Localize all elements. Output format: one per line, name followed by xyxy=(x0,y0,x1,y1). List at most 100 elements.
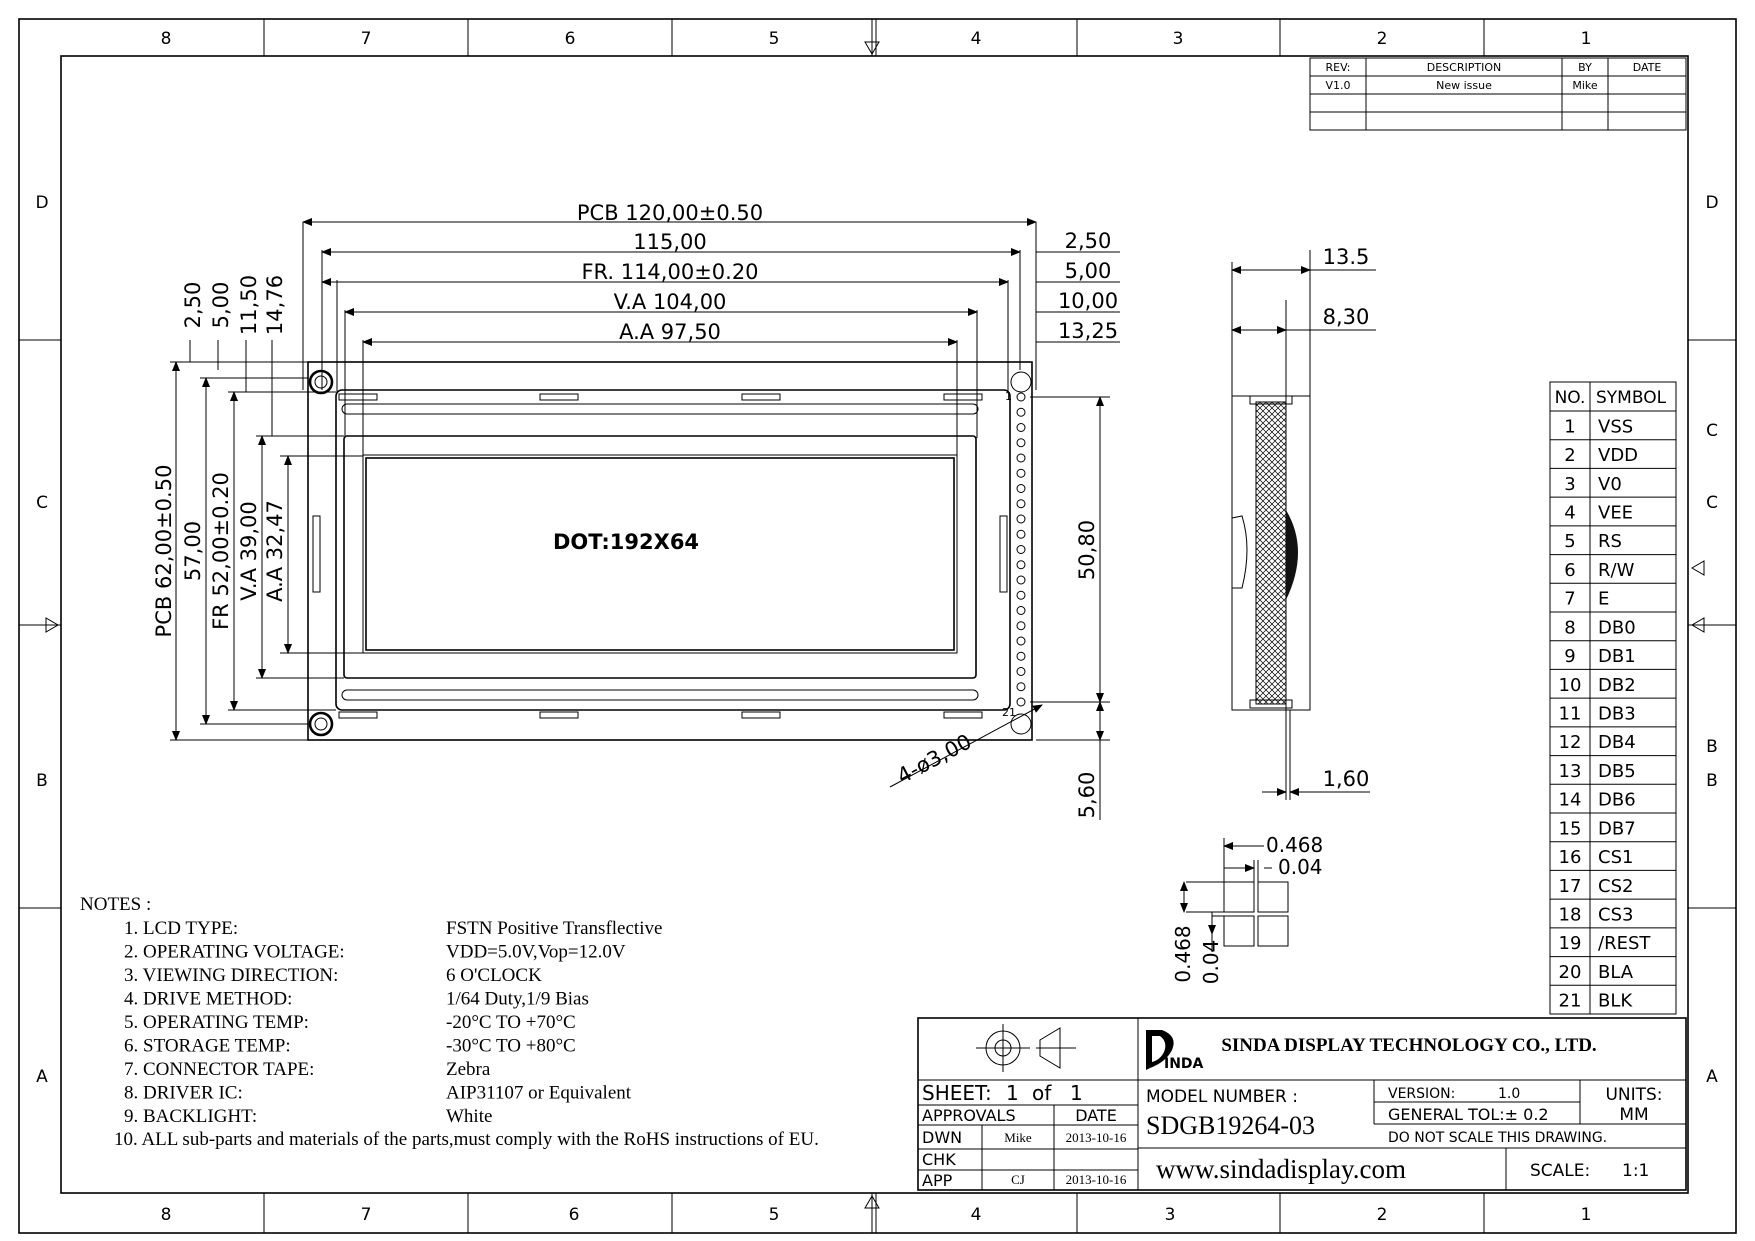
side-view: 13.5 8,30 1,60 xyxy=(1231,245,1376,800)
dim-frame-height: FR 52,00±0.20 xyxy=(209,472,233,630)
title-block: INDA SINDA DISPLAY TECHNOLOGY CO., LTD. … xyxy=(917,1017,1687,1191)
connector-pin xyxy=(1016,499,1026,509)
pin-number: 12 xyxy=(1559,732,1582,753)
zone-col-4-bottom: 4 xyxy=(971,1205,982,1225)
pin-symbol: VSS xyxy=(1598,416,1633,437)
zone-col-1-bottom: 1 xyxy=(1581,1205,1592,1225)
note-value: 6 O'CLOCK xyxy=(446,965,542,986)
app-name: CJ xyxy=(1011,1172,1025,1187)
no-scale-note: DO NOT SCALE THIS DRAWING. xyxy=(1388,1130,1607,1146)
dim-frame-width: FR. 114,00±0.20 xyxy=(581,260,758,284)
pin-symbol: DB7 xyxy=(1598,818,1636,839)
sheet-of: of xyxy=(1032,1081,1052,1105)
connector-pin xyxy=(1016,529,1026,539)
description-header: DESCRIPTION xyxy=(1427,61,1501,74)
front-horizontal-dimensions: PCB 120,00±0.50 115,00 FR. 114,00±0.20 V… xyxy=(302,201,1120,456)
note-label: 8. DRIVER IC: xyxy=(124,1083,243,1104)
pin-number: 3 xyxy=(1564,474,1575,495)
pin-symbol: /REST xyxy=(1598,933,1651,954)
dim-overall-width: 115,00 xyxy=(633,230,706,254)
approvals-date-header: DATE xyxy=(1075,1106,1117,1125)
dim-top-offset-1: 2,50 xyxy=(181,282,205,329)
zone-row-c-right-2: C xyxy=(1706,493,1718,513)
pin-symbol: DB0 xyxy=(1598,617,1636,638)
dim-viewing-area-height: V.A 39,00 xyxy=(237,501,261,601)
pin-number: 17 xyxy=(1559,876,1582,897)
pin-symbol: E xyxy=(1598,589,1609,610)
pin-symbol-header: SYMBOL xyxy=(1596,388,1667,408)
connector-pin xyxy=(1016,514,1026,524)
zone-col-1: 1 xyxy=(1581,29,1592,49)
pixel-gap-h: 0.04 xyxy=(1278,855,1323,879)
pin-number: 10 xyxy=(1559,675,1582,696)
website: www.sindadisplay.com xyxy=(1156,1154,1406,1184)
notes-title: NOTES : xyxy=(80,894,151,915)
pin-number: 7 xyxy=(1564,589,1575,610)
note-value: White xyxy=(446,1106,492,1127)
connector-pin xyxy=(1016,621,1026,631)
model-number-label: MODEL NUMBER : xyxy=(1146,1087,1298,1107)
sheet-total: 1 xyxy=(1070,1081,1083,1105)
pin-symbol: DB2 xyxy=(1598,675,1636,696)
mounting-holes xyxy=(308,369,1032,737)
connector-pin xyxy=(1016,438,1026,448)
connector-pin xyxy=(1016,392,1026,402)
note-label: 2. OPERATING VOLTAGE: xyxy=(124,942,345,963)
zone-col-4: 4 xyxy=(971,29,982,49)
pin-number: 2 xyxy=(1564,445,1575,466)
note-label: 4. DRIVE METHOD: xyxy=(124,989,292,1010)
pin-number: 6 xyxy=(1564,560,1575,581)
model-number: SDGB19264-03 xyxy=(1146,1111,1315,1140)
note-label: 6. STORAGE TEMP: xyxy=(124,1036,291,1057)
zone-row-c-left: C xyxy=(36,493,48,513)
scale-label: SCALE: xyxy=(1530,1161,1590,1181)
connector-pin xyxy=(1016,636,1026,646)
pin-symbol: DB3 xyxy=(1598,704,1636,725)
dwn-label: DWN xyxy=(922,1128,962,1147)
pin-number: 5 xyxy=(1564,531,1575,552)
connector-pin xyxy=(1016,606,1026,615)
pin-number: 1 xyxy=(1564,416,1575,437)
pin-number: 16 xyxy=(1559,847,1582,868)
pin-number: 14 xyxy=(1559,790,1582,811)
zone-row-b-right-2: B xyxy=(1706,771,1718,791)
rev-header: REV: xyxy=(1326,61,1351,74)
version-label: VERSION: xyxy=(1388,1086,1455,1102)
connector-pin xyxy=(1016,468,1026,478)
dim-pin-span: 50,80 xyxy=(1075,520,1099,580)
zone-row-d-left: D xyxy=(35,193,48,213)
pin-symbol: VDD xyxy=(1598,445,1638,466)
pixel-detail: 0.468 0.04 0.468 0.04 xyxy=(1171,833,1323,984)
zone-row-a-right: A xyxy=(1706,1067,1718,1087)
pin-symbol: VEE xyxy=(1598,503,1633,524)
pin-number: 15 xyxy=(1559,818,1582,839)
dim-right-offset-4: 13,25 xyxy=(1058,319,1118,343)
dim-side-pcb: 1,60 xyxy=(1323,767,1370,791)
connector-pin xyxy=(1016,667,1026,676)
pin-number: 4 xyxy=(1564,503,1575,524)
zone-row-b-left: B xyxy=(36,771,48,791)
zone-col-8-bottom: 8 xyxy=(161,1205,172,1225)
pin-symbol: CS3 xyxy=(1598,905,1633,926)
rev-value: V1.0 xyxy=(1325,79,1350,92)
zone-col-6: 6 xyxy=(565,29,576,49)
note-value: 1/64 Duty,1/9 Bias xyxy=(446,989,589,1010)
dim-right-offset-1: 2,50 xyxy=(1065,229,1112,253)
pin-symbol: V0 xyxy=(1598,474,1622,495)
dim-pcb-width: PCB 120,00±0.50 xyxy=(577,201,763,225)
note-value: -20°C TO +70°C xyxy=(446,1012,576,1033)
note-label: 7. CONNECTOR TAPE: xyxy=(124,1059,314,1080)
connector-pin xyxy=(1016,423,1026,432)
dim-viewing-area-width: V.A 104,00 xyxy=(614,290,727,314)
company-name: SINDA DISPLAY TECHNOLOGY CO., LTD. xyxy=(1221,1035,1596,1056)
pin-pitch-dimensions: 50,80 5,60 4-ø3,00 xyxy=(889,396,1110,820)
notes-final: 10. ALL sub-parts and materials of the p… xyxy=(114,1129,819,1150)
dim-side-total: 13.5 xyxy=(1323,245,1370,269)
note-label: 9. BACKLIGHT: xyxy=(124,1106,257,1127)
zone-col-3: 3 xyxy=(1173,29,1184,49)
dim-pcb-height: PCB 62,00±0.50 xyxy=(152,465,176,638)
rev-description: New issue xyxy=(1436,79,1492,92)
pin-symbol: DB4 xyxy=(1598,732,1636,753)
zone-col-5: 5 xyxy=(769,29,780,49)
